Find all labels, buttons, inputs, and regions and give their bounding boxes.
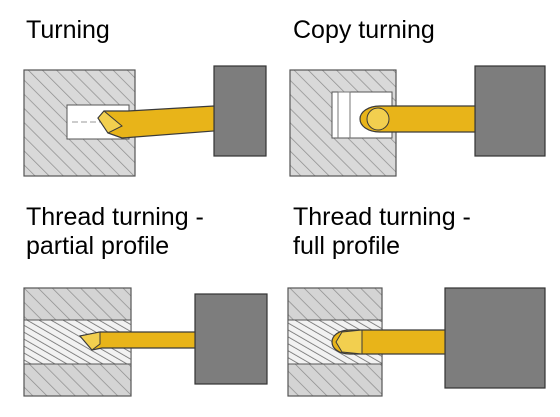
tool-holder bbox=[213, 65, 267, 157]
turning-diagram bbox=[23, 65, 267, 177]
panel-thread-turning-partial: Thread turning - partial profile bbox=[0, 203, 280, 416]
thread-insert bbox=[79, 331, 101, 351]
panel-title: Turning bbox=[26, 16, 110, 45]
full-profile-insert bbox=[335, 329, 363, 355]
panel-title-line-1: Copy turning bbox=[293, 16, 435, 44]
panel-title-line-1: Turning bbox=[26, 16, 110, 44]
tool-holder bbox=[194, 293, 268, 385]
thread-turning-full-diagram bbox=[287, 287, 546, 397]
round-insert bbox=[366, 107, 390, 131]
insert bbox=[97, 110, 123, 134]
thread-turning-partial-diagram bbox=[23, 287, 268, 397]
panel-title-line-2: full profile bbox=[293, 232, 400, 260]
tool-holder bbox=[474, 65, 546, 157]
panel-title-line-1: Thread turning - bbox=[293, 203, 471, 231]
panel-turning: Turning bbox=[0, 0, 280, 208]
panel-title: Thread turning - full profile bbox=[293, 203, 471, 261]
panel-thread-turning-full: Thread turning - full profile bbox=[280, 203, 560, 416]
panel-title-line-2: partial profile bbox=[26, 232, 170, 260]
tool-holder bbox=[444, 287, 546, 389]
bore-profile bbox=[337, 91, 351, 138]
panel-title: Thread turning - partial profile bbox=[26, 203, 204, 261]
panel-title: Copy turning bbox=[293, 16, 435, 45]
boring-bar bbox=[359, 105, 476, 133]
copy-turning-diagram bbox=[289, 65, 546, 177]
panel-title-line-1: Thread turning - bbox=[26, 203, 204, 231]
panel-copy-turning: Copy turning bbox=[280, 0, 560, 208]
